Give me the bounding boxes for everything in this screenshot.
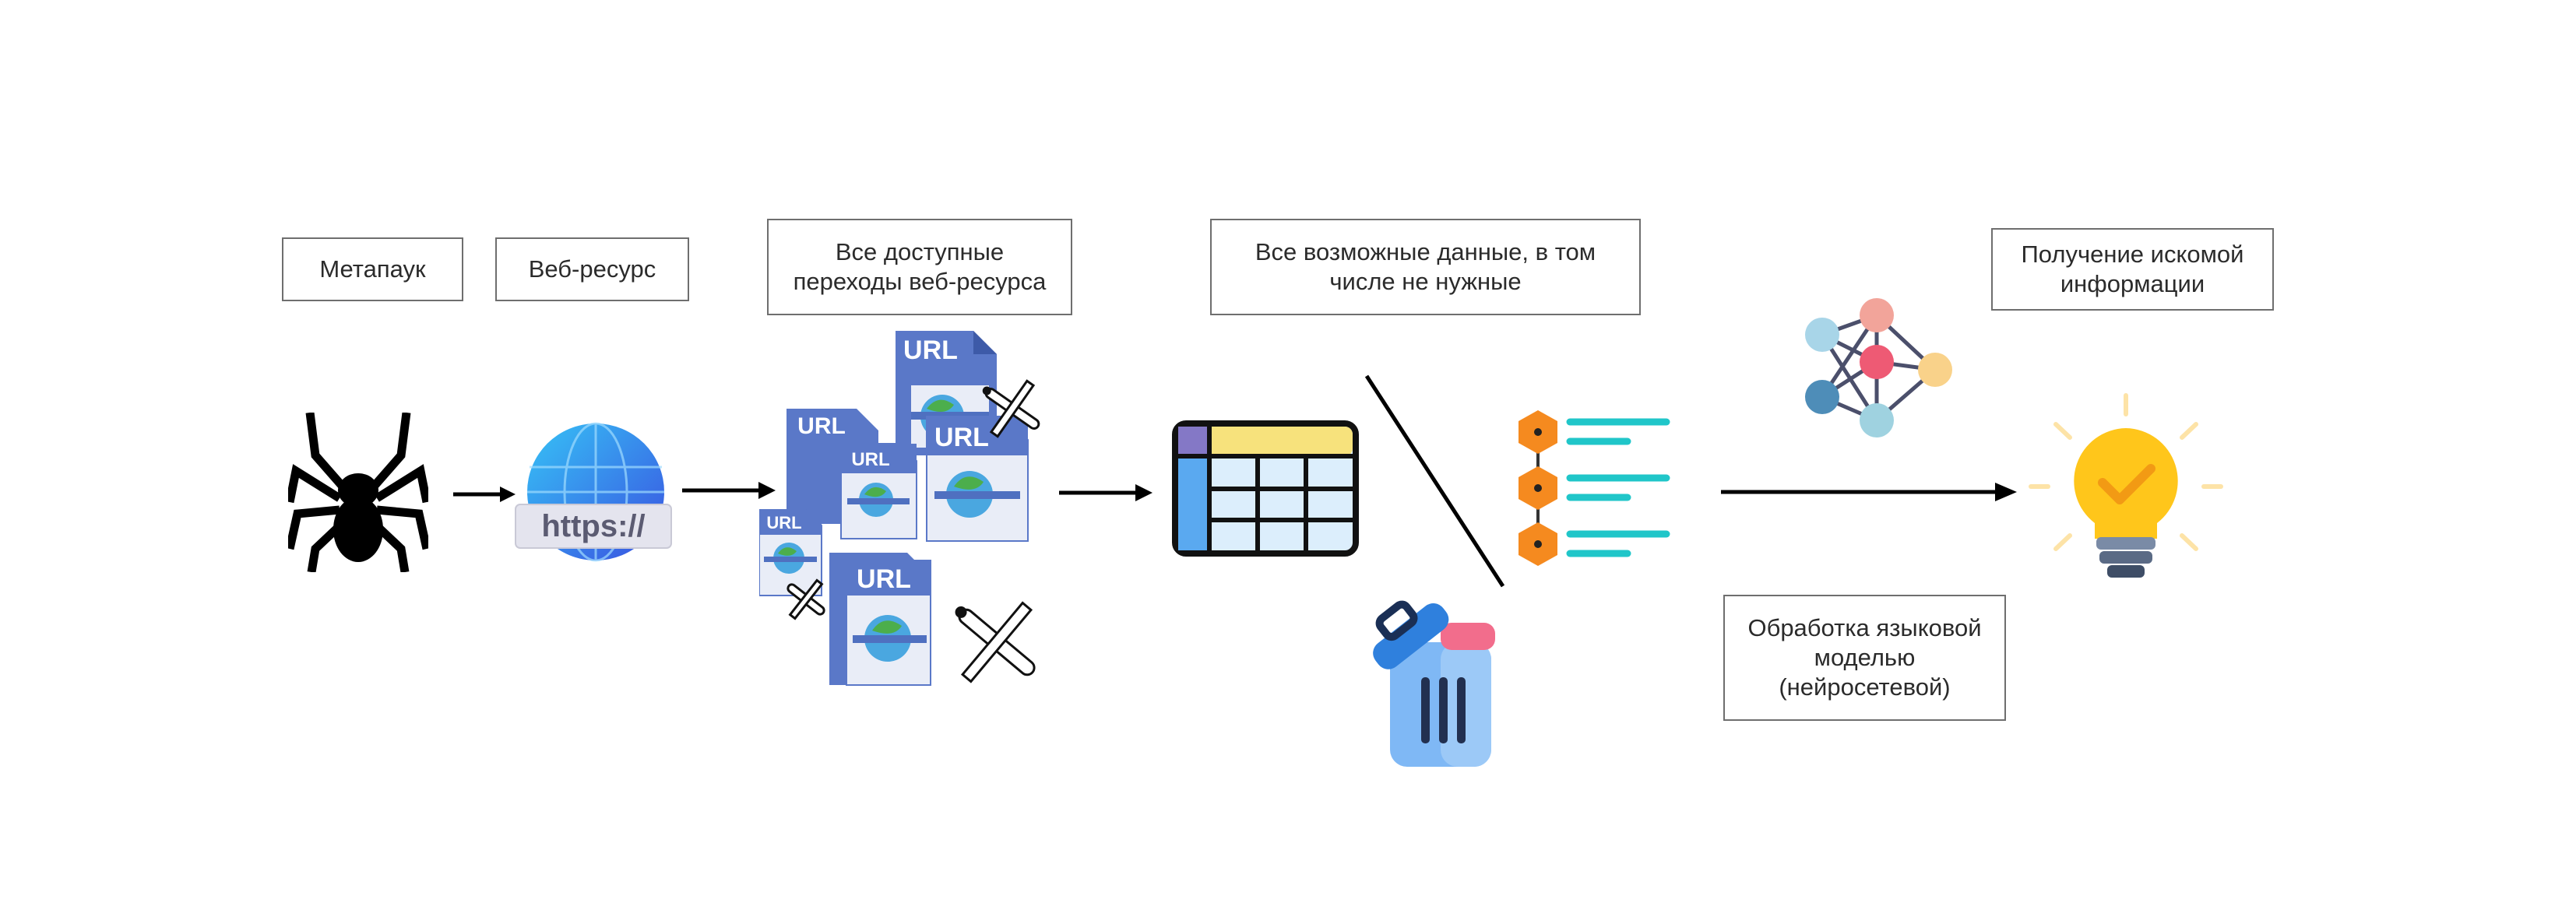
label-all-transitions: Все доступные переходы веб-ресурса [767, 219, 1072, 315]
arrow-icon [1721, 483, 2017, 501]
svg-text:URL: URL [851, 449, 889, 470]
spider-icon [288, 413, 428, 572]
table-icon [1172, 420, 1359, 557]
label-result: Получение искомой информации [1991, 228, 2274, 311]
structured-list-icon [1519, 410, 1670, 566]
lightbulb-check-icon [2029, 393, 2223, 578]
svg-text:URL: URL [797, 413, 846, 439]
neural-network-icon [1805, 298, 1952, 437]
label-all-data-text: Все возможные данные, в том числе не нуж… [1255, 238, 1596, 295]
svg-text:URL: URL [934, 423, 989, 452]
separator-line [1364, 374, 1505, 588]
globe-badge-text: https:// [541, 509, 645, 543]
url-documents-icon: URL URL URL URL URL URL [759, 331, 1040, 686]
svg-text:URL: URL [766, 513, 801, 532]
label-all-transitions-text: Все доступные переходы веб-ресурса [793, 238, 1047, 295]
label-processing-text: Обработка языковой моделью (нейросетевой… [1747, 614, 1982, 701]
trash-bin-icon [1373, 600, 1495, 767]
svg-text:URL: URL [857, 564, 911, 594]
label-all-data: Все возможные данные, в том числе не нуж… [1210, 219, 1641, 315]
label-result-text: Получение искомой информации [2021, 241, 2244, 297]
svg-text:URL: URL [903, 336, 958, 365]
arrow-icon [453, 487, 516, 502]
label-metaspider: Метапаук [282, 237, 463, 301]
label-web-resource-text: Веб-ресурс [528, 255, 656, 283]
globe-https-icon: https:// [515, 422, 672, 562]
label-metaspider-text: Метапаук [319, 255, 426, 283]
drone-icon [787, 379, 1040, 683]
label-processing: Обработка языковой моделью (нейросетевой… [1723, 595, 2006, 721]
arrow-icon [1059, 484, 1153, 501]
label-web-resource: Веб-ресурс [495, 237, 689, 301]
arrow-icon [682, 482, 776, 499]
